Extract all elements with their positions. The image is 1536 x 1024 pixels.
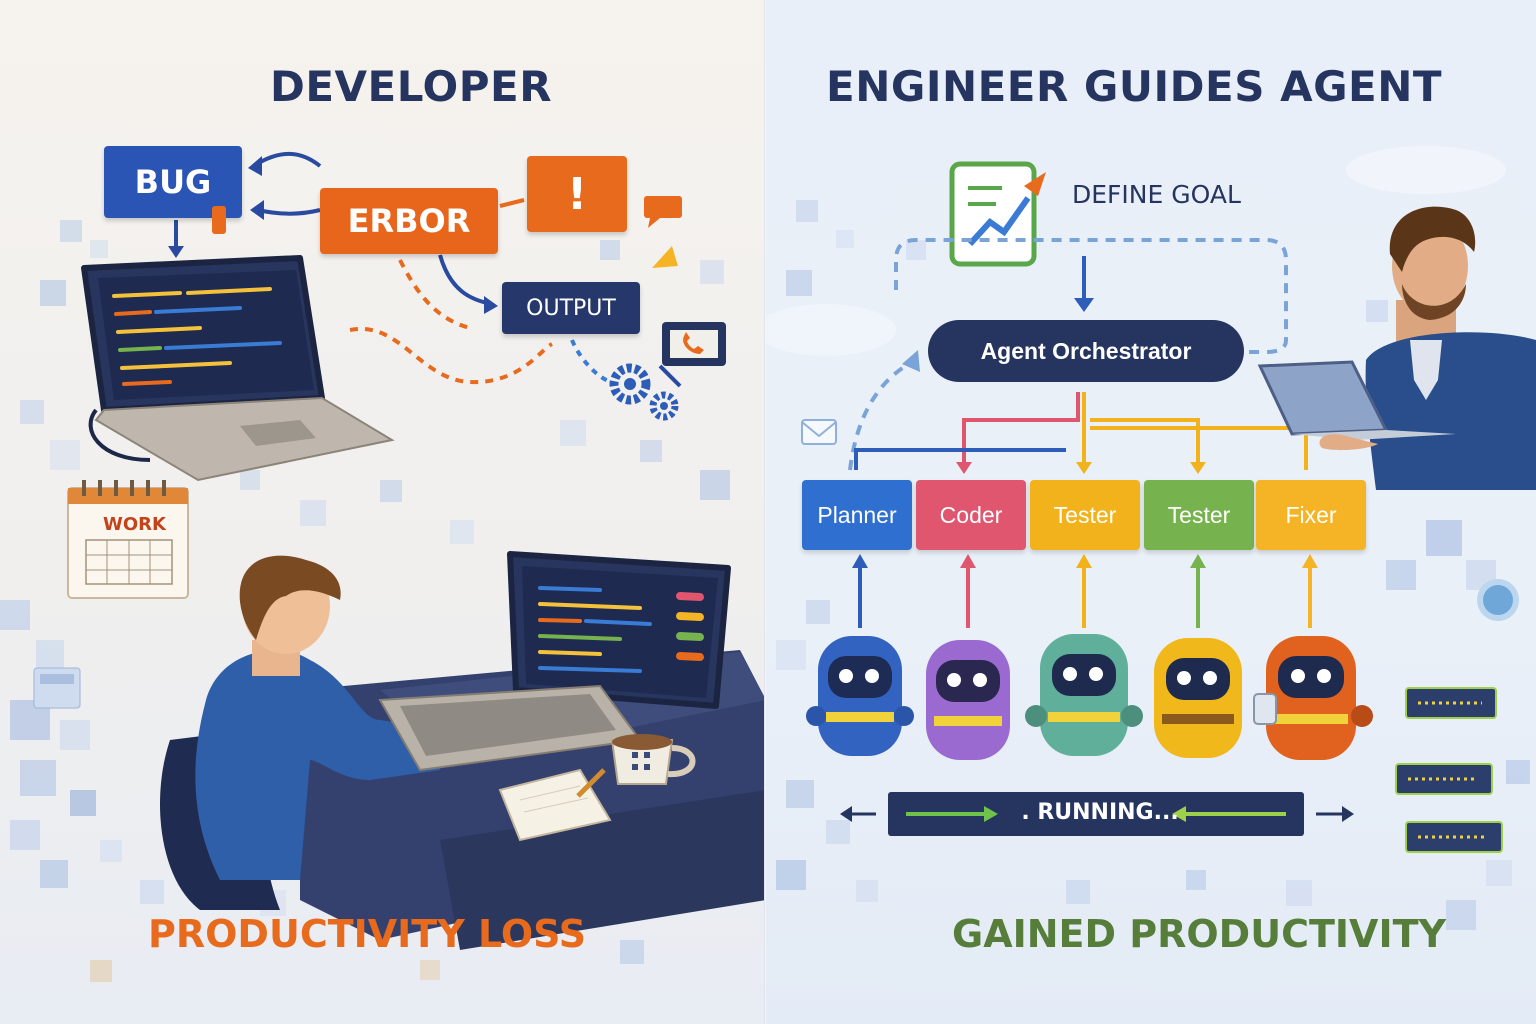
calendar-label: WORK [103, 514, 166, 535]
developer-panel: DEVELOPER BUG ERBOR ! OUTPUT WORK PRODUC… [0, 0, 766, 1024]
agent-label: Tester [1167, 501, 1231, 528]
gears-icon [609, 363, 679, 421]
agent-label: Planner [817, 501, 897, 528]
code-lines [112, 287, 282, 386]
agent-box-fixer-5: Fixer [1256, 480, 1366, 550]
output-tag: OUTPUT [502, 282, 640, 334]
running-bar [840, 792, 1354, 836]
agent-box-tester-3: Tester [1030, 480, 1140, 550]
error-tag: ERBOR [320, 188, 498, 254]
robot-tester-2 [1154, 638, 1242, 758]
orchestrator-connectors [854, 392, 1308, 470]
agent-scene [766, 146, 1536, 930]
agent-orchestrator-node: Agent Orchestrator [928, 320, 1244, 382]
agent-panel: ENGINEER GUIDES AGENT DEFINE GOAL Agent … [766, 0, 1536, 1024]
bug-icon [212, 206, 226, 234]
define-goal-label: DEFINE GOAL [1072, 180, 1241, 209]
spark-icon [652, 246, 678, 268]
robot-planner [806, 636, 914, 756]
notebook-icon [498, 768, 612, 842]
phone-icon [662, 322, 726, 366]
document-chart-icon [949, 161, 1046, 267]
robot-coder [926, 640, 1010, 760]
orchestrator-label: Agent Orchestrator [980, 337, 1192, 364]
error-flow-arrows [168, 151, 613, 385]
agent-label: Coder [939, 501, 1003, 528]
robot-icon [806, 634, 1373, 760]
laptop-icon [81, 255, 395, 482]
agent-box-planner-1: Planner [802, 480, 912, 550]
right-footer: GAINED PRODUCTIVITY [952, 912, 1447, 956]
left-heading: DEVELOPER [270, 62, 553, 111]
chat-bubble-icon [644, 196, 682, 228]
pixel-mosaic [766, 146, 1530, 930]
calendar-icon [67, 480, 189, 599]
feedback-loop [848, 238, 1288, 471]
pen-icon [576, 768, 606, 798]
running-status: . RUNNING... [1021, 800, 1179, 825]
mail-icon [801, 419, 837, 445]
error-label: ERBOR [347, 202, 471, 240]
desk-scene [160, 551, 766, 950]
alert-label: ! [566, 168, 588, 220]
agent-label: Tester [1053, 501, 1117, 528]
robot-tester-1 [1025, 634, 1143, 756]
developer-scene [0, 151, 766, 982]
agent-box-tester-4: Tester [1144, 480, 1254, 550]
output-label: OUTPUT [526, 295, 616, 321]
engineer-person [1257, 206, 1536, 490]
agent-box-coder-2: Coder [916, 480, 1026, 550]
coffee-mug-icon [610, 734, 696, 785]
right-heading: ENGINEER GUIDES AGENT [826, 62, 1443, 111]
bug-label: BUG [134, 163, 212, 201]
robot-fixer [1253, 636, 1373, 760]
server-rack-icon [1395, 579, 1519, 853]
agent-label: Fixer [1285, 501, 1337, 528]
robot-arrows [852, 554, 1318, 628]
left-footer: PRODUCTIVITY LOSS [148, 912, 587, 956]
alert-icon: ! [527, 156, 627, 232]
loop-arrowhead [902, 350, 920, 372]
